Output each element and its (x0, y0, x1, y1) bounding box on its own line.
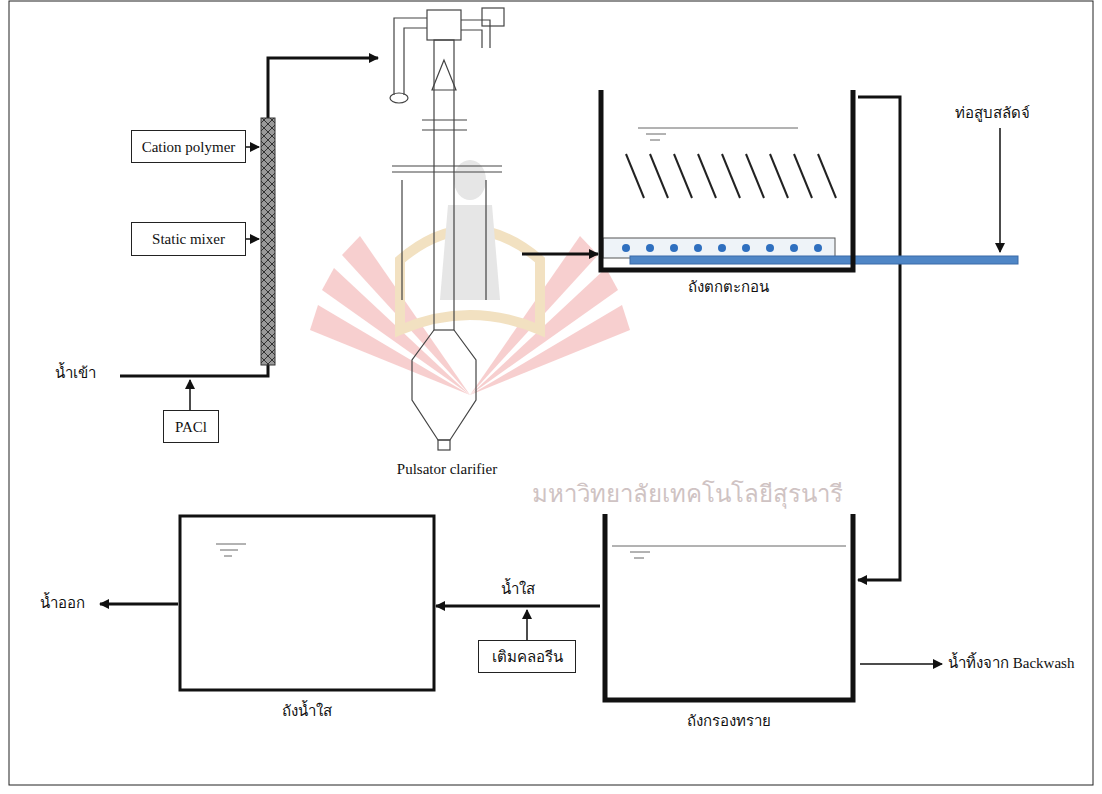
clear-water-tank-drawing (178, 514, 436, 728)
static-mixer-tube (261, 118, 275, 365)
node-text: ถังกรองทราย (684, 713, 774, 729)
sand-filter-tank: ถังกรองทราย (600, 510, 858, 738)
sedimentation-tank-drawing (598, 86, 858, 304)
backwash-arrow (860, 663, 942, 665)
frame (9, 1, 1093, 785)
flow-pipe (436, 605, 600, 608)
label-holder: ถังกรองทราย (600, 712, 858, 730)
inlet-label: น้ำเข้า (55, 364, 96, 382)
node-text: Cation polymer (142, 138, 236, 156)
dosing-arrow (246, 146, 259, 148)
dosing-arrow (526, 610, 528, 640)
label-holder: ถังตกตะกอน (598, 278, 858, 296)
sedimentation-tank: ถังตกตะกอน (598, 86, 858, 304)
sand-filter-tank-drawing (600, 510, 858, 738)
flow-pipe (858, 97, 900, 580)
node-text: PACl (175, 418, 207, 436)
node-text: ถังน้ำใส (279, 703, 335, 719)
edge-label: น้ำใส (499, 580, 537, 598)
dosing-arrow (189, 380, 191, 410)
watermark-text: มหาวิทยาลัยเทคโนโลยีสุรนารี (532, 474, 843, 513)
pipe-label: ท่อสูบสลัดจ์ (955, 104, 1030, 122)
sludge-pointer (999, 128, 1001, 252)
dosing-box: Cation polymer (131, 130, 246, 163)
node-text: Pulsator clarifier (394, 461, 500, 477)
backwash-label: น้ำทิ้งจาก Backwash (948, 654, 1074, 672)
pulsator-clarifier: Pulsator clarifier (372, 0, 522, 484)
clear-water-tank: ถังน้ำใส (178, 514, 436, 728)
logo-watermark (310, 160, 630, 395)
label-holder: ถังน้ำใส (178, 702, 436, 720)
outlet-arrow (100, 603, 178, 606)
node-text: ถังตกตะกอน (685, 279, 772, 295)
dosing-box: PACl (163, 410, 219, 443)
outlet-label: น้ำออก (40, 594, 85, 612)
pulsator-clarifier-drawing (372, 0, 522, 484)
mixer-box: Static mixer (131, 222, 246, 256)
dosing-box: เติมคลอรีน (478, 640, 576, 673)
pointer-arrow (246, 238, 259, 240)
inlet-pipe (120, 58, 378, 376)
node-text: เติมคลอรีน (492, 648, 563, 666)
label-holder: Pulsator clarifier (372, 460, 522, 478)
flow-pipe (522, 253, 598, 256)
node-text: Static mixer (152, 230, 225, 248)
